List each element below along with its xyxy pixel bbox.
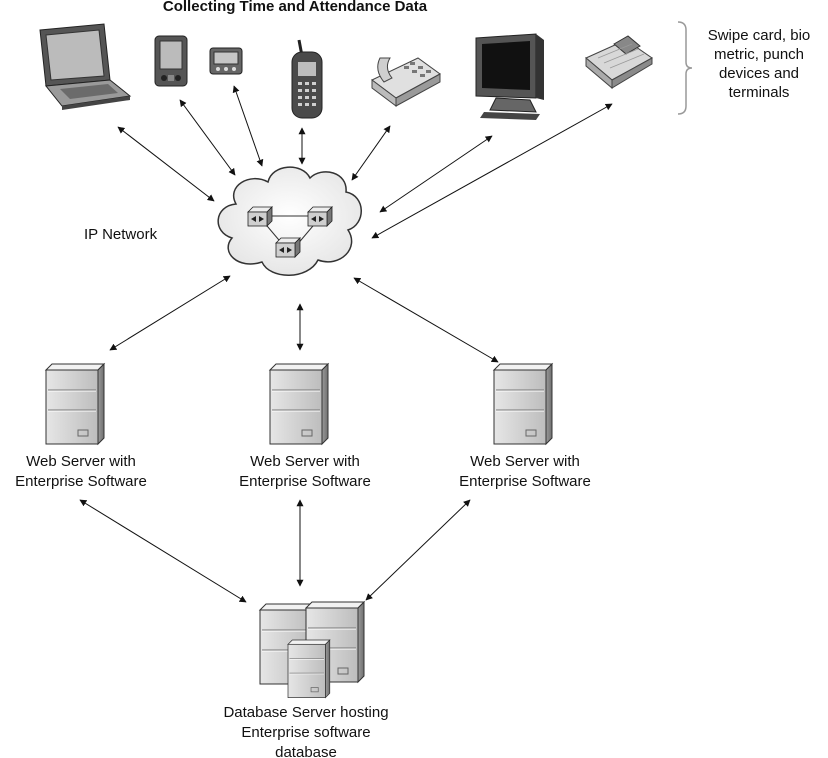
connector-arrow [179, 99, 236, 176]
pager-icon [209, 47, 243, 75]
database-server-label: Database Server hosting Enterprise softw… [200, 703, 412, 758]
monitor-icon [475, 33, 544, 120]
web-server-label: Web Server with Enterprise Software [220, 452, 390, 492]
terminal-icon [585, 35, 653, 90]
device-note-line: metric, punch [713, 46, 805, 63]
label-line: Database Server hosting [223, 704, 389, 721]
device-group-note: Swipe card, bio metric, punch devices an… [700, 26, 818, 102]
web-server-icon [269, 363, 329, 445]
web-server-label: Web Server with Enterprise Software [4, 452, 158, 492]
label-line: Web Server with [470, 453, 580, 470]
label-line: Enterprise Software [15, 473, 147, 490]
diagram-title: Collecting Time and Attendance Data [162, 0, 428, 15]
connector-arrow [351, 125, 391, 181]
label-line: Web Server with [26, 453, 136, 470]
laptop-icon [39, 23, 132, 110]
database-server-icon [259, 601, 365, 698]
web-server-icon [45, 363, 105, 445]
ip-network-cloud [217, 166, 362, 276]
device-note-line: terminals [728, 84, 790, 101]
label-line: Enterprise Software [239, 473, 371, 490]
web-server-label: Web Server with Enterprise Software [440, 452, 610, 492]
connector-arrow [353, 277, 499, 363]
device-group-brace [677, 21, 693, 115]
connector-arrow [109, 275, 231, 351]
desk-phone-icon [371, 57, 441, 107]
pda-icon [154, 35, 188, 87]
router-icon [307, 206, 333, 227]
connector-arrow [79, 499, 247, 603]
connector-arrow [117, 126, 215, 202]
router-icon [275, 237, 301, 258]
label-line: Enterprise software [241, 724, 371, 741]
router-icon [247, 206, 273, 227]
label-line: database [275, 744, 337, 758]
connector-arrow [232, 85, 264, 167]
label-line: Enterprise Software [459, 473, 591, 490]
network-label: IP Network [84, 226, 158, 243]
label-line: Web Server with [250, 453, 360, 470]
connector-arrow [371, 103, 613, 239]
device-note-line: devices and [718, 65, 800, 82]
connector-arrow [379, 135, 493, 213]
device-note-line: Swipe card, bio [707, 27, 811, 44]
mobile-phone-icon [291, 39, 323, 119]
connector-arrow [365, 499, 471, 601]
web-server-icon [493, 363, 553, 445]
